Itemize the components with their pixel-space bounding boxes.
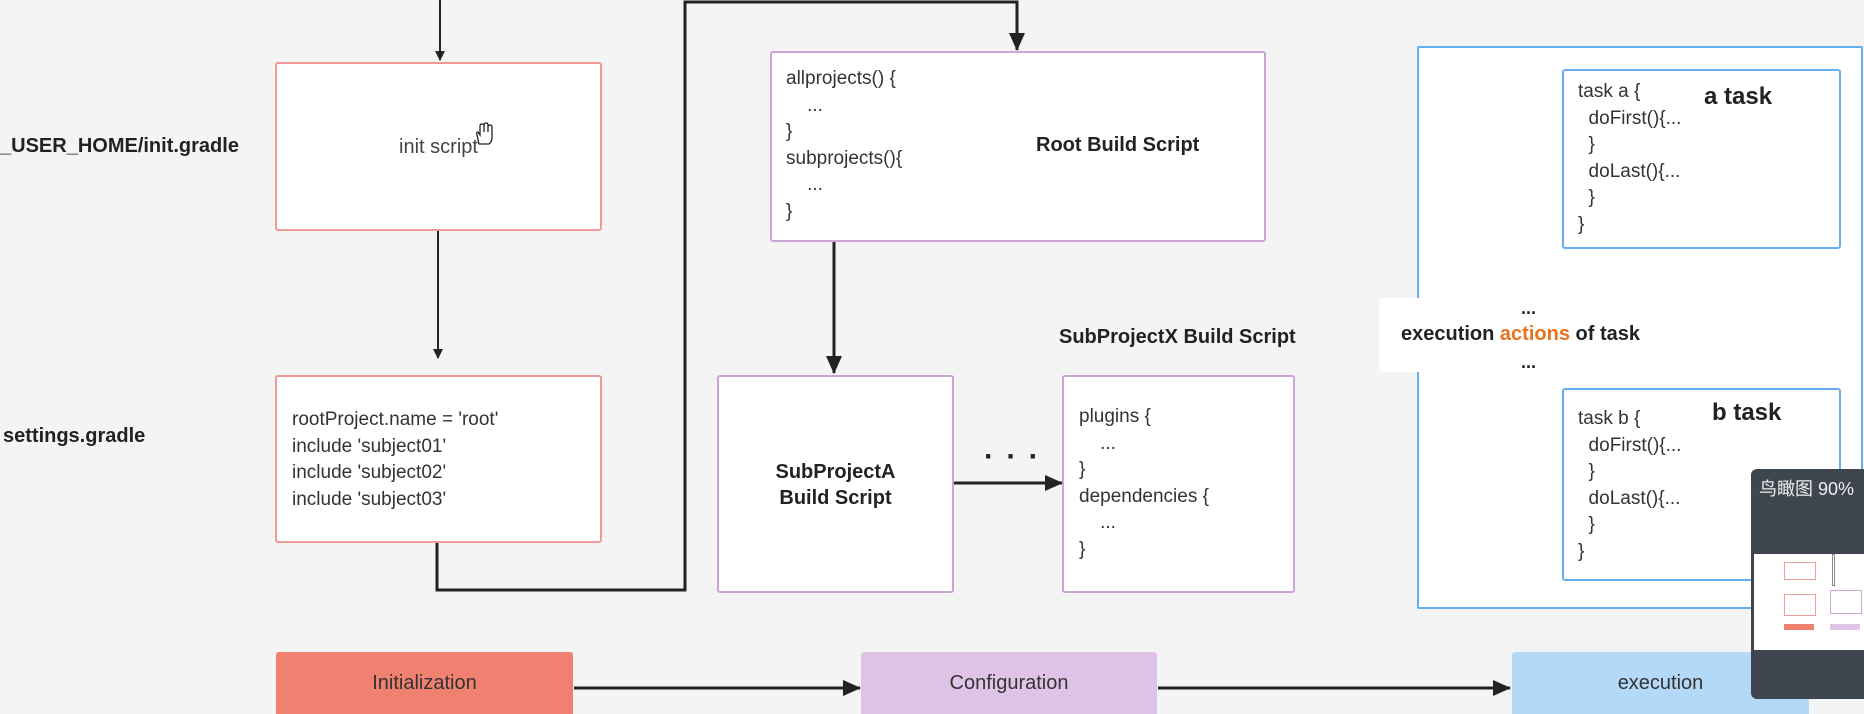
phase-configuration[interactable]: Configuration xyxy=(861,652,1157,714)
phase-execution-label: execution xyxy=(1617,671,1704,694)
minimap-title: 鸟瞰图 90% xyxy=(1759,479,1855,499)
subprojectA-label-line1: SubProjectA xyxy=(775,461,896,483)
phase-initialization-label: Initialization xyxy=(372,671,477,694)
task-a-box[interactable]: task a { doFirst(){... } doLast(){... } … xyxy=(1562,69,1841,249)
settings-gradle-label: settings.gradle xyxy=(3,425,146,447)
subprojectX-heading: SubProjectX Build Script xyxy=(1059,326,1296,348)
minimap-node xyxy=(1784,624,1814,630)
settings-box[interactable]: rootProject.name = 'root' include 'subje… xyxy=(275,375,602,543)
execution-actions-highlight: actions xyxy=(1499,323,1570,345)
init-script-box[interactable]: init script xyxy=(275,62,602,231)
subprojectA-build-script-box[interactable]: SubProjectA Build Script xyxy=(717,375,954,593)
phase-configuration-label: Configuration xyxy=(949,671,1069,694)
settings-line-4: include 'subject03' xyxy=(292,488,447,510)
actions-dots-bottom: ... xyxy=(1521,352,1537,372)
root-build-script-code: allprojects() { ... } subprojects(){ ...… xyxy=(786,68,903,222)
arrow-settings-to-root xyxy=(435,0,1025,592)
phase-initialization[interactable]: Initialization xyxy=(276,652,573,714)
init-script-text: init script xyxy=(399,136,478,158)
task-b-code: task b { doFirst(){... } doLast(){... } … xyxy=(1578,408,1682,562)
minimap-node xyxy=(1784,594,1816,616)
minimap-panel[interactable]: 鸟瞰图 90% xyxy=(1751,469,1864,699)
hand-cursor-icon xyxy=(476,122,493,145)
minimap-node xyxy=(1830,624,1860,630)
subprojectA-label-line2: Build Script xyxy=(779,487,892,509)
task-a-code: task a { doFirst(){... } doLast(){... } … xyxy=(1578,81,1682,235)
actions-dots-top: ... xyxy=(1521,298,1537,318)
minimap-node xyxy=(1832,554,1835,586)
minimap-viewport[interactable] xyxy=(1754,554,1864,650)
execution-actions-prefix: execution xyxy=(1401,323,1500,345)
task-b-title: b task xyxy=(1712,399,1782,426)
execution-actions-panel: ... execution actions of task ... xyxy=(1379,298,1649,372)
init-gradle-path-label: _USER_HOME/init.gradle xyxy=(0,135,239,157)
settings-line-2: include 'subject01' xyxy=(292,435,447,457)
task-a-title: a task xyxy=(1704,83,1773,110)
execution-actions-label: execution actions of task xyxy=(1401,323,1640,346)
execution-actions-suffix: of task xyxy=(1569,323,1640,345)
minimap-node xyxy=(1830,590,1862,614)
root-build-script-box[interactable]: allprojects() { ... } subprojects(){ ...… xyxy=(770,51,1266,242)
root-build-script-label: Root Build Script xyxy=(1036,134,1200,156)
ellipsis: · · · xyxy=(984,440,1041,473)
subprojectX-code: plugins { ... } dependencies { ... } xyxy=(1079,406,1209,560)
subprojectX-build-script-box[interactable]: plugins { ... } dependencies { ... } xyxy=(1062,375,1295,593)
settings-line-3: include 'subject02' xyxy=(292,462,447,483)
settings-line-1: rootProject.name = 'root' xyxy=(292,409,499,430)
minimap-node xyxy=(1784,562,1816,580)
